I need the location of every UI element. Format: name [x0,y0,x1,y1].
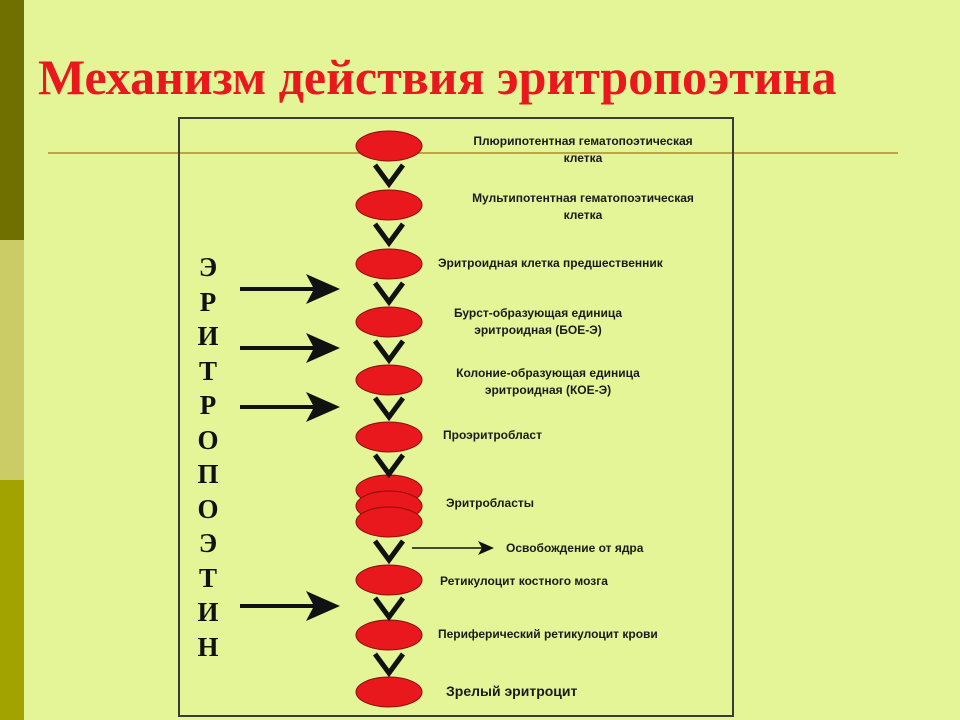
chevron-down-icon [372,222,406,248]
vertical-letter: Э [198,252,218,282]
stage-label-erythroid-precursor: Эритроидная клетка предшественник [438,255,663,272]
vertical-letter: Н [197,631,219,662]
stage-label-mature-erythrocyte: Зрелый эритроцит [446,682,577,702]
stage-label-line: Ретикулоцит костного мозга [440,574,608,588]
cell-cfu-e [355,364,423,396]
vertical-word-erythropoietin: Э Р И Т Р О П О Э Т И Н [188,250,228,664]
chevron-down-icon [372,453,406,479]
vertical-letter: И [197,597,219,627]
cell-erythroblast [355,506,423,538]
slide-title: Механизм действия эритропоэтина [38,49,837,105]
cell-peripheral-reticulocyte [355,619,423,651]
stage-label-erythroblasts: Эритробласты [446,495,534,512]
stage-label-proerythroblast: Проэритробласт [443,427,542,444]
chevron-down-icon [372,163,406,189]
epo-arrow-icon [240,591,340,621]
stage-label-multipotent: Мультипотентная гематопоэтическая клетка [438,190,728,224]
stage-label-line: Плюрипотентная гематопоэтическая [473,134,693,148]
vertical-letter: Э [198,528,218,558]
chevron-down-icon [372,281,406,307]
stage-label-line: Эритроидная клетка предшественник [438,256,663,270]
chevron-down-icon [372,339,406,365]
stage-label-line: клетка [563,150,603,165]
cell-pluripotent [355,130,423,162]
stage-label-line: Периферический ретикулоцит крови [438,627,658,641]
stage-label-line: Эритробласты [446,496,534,510]
epo-arrow-icon [240,274,340,304]
vertical-letter: Р [199,286,217,317]
chevron-down-icon [372,539,406,565]
stage-label-line: клетка [563,207,603,222]
stage-label-line: эритроидная (КОЕ-Э) [484,382,612,397]
chevron-down-icon [372,596,406,622]
stage-label-cfu-e: Колоние-образующая единица эритроидная (… [438,365,658,399]
epo-arrow-icon [240,333,340,363]
cell-proerythroblast [355,421,423,453]
vertical-letter: Р [199,390,217,420]
cell-erythroid-precursor [355,248,423,280]
side-bar-light [0,240,24,480]
side-bar-olive [0,480,24,720]
stage-label-line: Колоние-образующая единица [456,366,640,380]
epo-arrow-icon [240,392,340,422]
stage-label-line: эритроидная (БОЕ-Э) [474,322,602,337]
vertical-letter: И [197,321,219,351]
nucleus-release-arrow-icon [412,541,494,555]
stage-label-line: Проэритробласт [443,428,542,442]
vertical-letter: Т [198,355,217,386]
cell-mature-erythrocyte [355,676,423,708]
stage-label-line: Бурст-образующая единица [453,306,623,320]
cell-multipotent [355,189,423,221]
vertical-letter: О [197,493,219,524]
stage-label-pluripotent: Плюрипотентная гематопоэтическая клетка [438,133,728,167]
stage-label-bone-marrow-reticulocyte: Ретикулоцит костного мозга [440,573,608,590]
vertical-letter: Т [198,562,217,593]
chevron-down-icon [372,652,406,678]
chevron-down-icon [372,396,406,422]
stage-label-line: Зрелый эритроцит [446,683,578,699]
title-underline [48,152,898,154]
side-bar-dark [0,0,24,240]
cell-bone-marrow-reticulocyte [355,564,423,596]
stage-label-line: Мультипотентная гематопоэтическая [472,191,694,205]
vertical-letter: П [197,459,219,489]
nucleus-release-label: Освобождение от ядра [506,541,644,555]
stage-label-peripheral-reticulocyte: Периферический ретикулоцит крови [438,626,658,643]
cell-bfu-e [355,306,423,338]
vertical-letter: О [197,424,219,455]
diagram-frame [178,117,734,717]
stage-label-bfu-e: Бурст-образующая единица эритроидная (БО… [438,305,638,339]
